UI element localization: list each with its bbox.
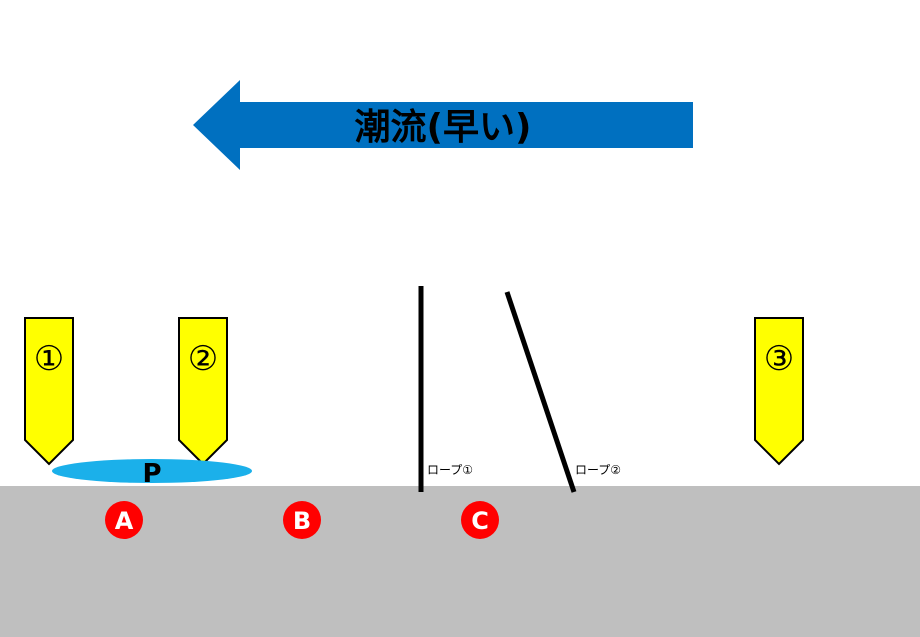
point-p-label: P (142, 459, 161, 489)
zone-a-label: A (115, 507, 134, 535)
rope-2-label: ロープ② (575, 463, 621, 477)
rope-2-line (504, 291, 577, 493)
zone-b-circle (283, 501, 321, 539)
zone-c-label: C (471, 507, 489, 535)
marker-3-shape (754, 317, 804, 466)
zone-b: B (283, 501, 321, 539)
marker-2: ② (178, 317, 228, 466)
rope-1: ロープ① (418, 286, 473, 492)
point-p-ellipse (52, 459, 252, 483)
rope-1-label: ロープ① (427, 463, 473, 477)
marker-1-shape (24, 317, 74, 466)
point-p: P (52, 459, 252, 489)
current-label: 潮流(早い) (355, 107, 532, 148)
marker-3-label: ③ (764, 339, 794, 379)
current-arrow-shape (193, 80, 693, 170)
zone-b-label: B (293, 507, 311, 535)
zone-c: C (461, 501, 499, 539)
marker-3: ③ (754, 317, 804, 466)
rope-2: ロープ② (504, 291, 621, 493)
marker-1: ① (24, 317, 74, 466)
zone-a: A (105, 501, 143, 539)
marker-2-shape (178, 317, 228, 466)
marker-2-label: ② (188, 339, 218, 379)
current-arrow: 潮流(早い) (193, 80, 693, 170)
seabed (0, 486, 920, 637)
zone-c-circle (461, 501, 499, 539)
marker-1-label: ① (34, 339, 64, 379)
zone-a-circle (105, 501, 143, 539)
